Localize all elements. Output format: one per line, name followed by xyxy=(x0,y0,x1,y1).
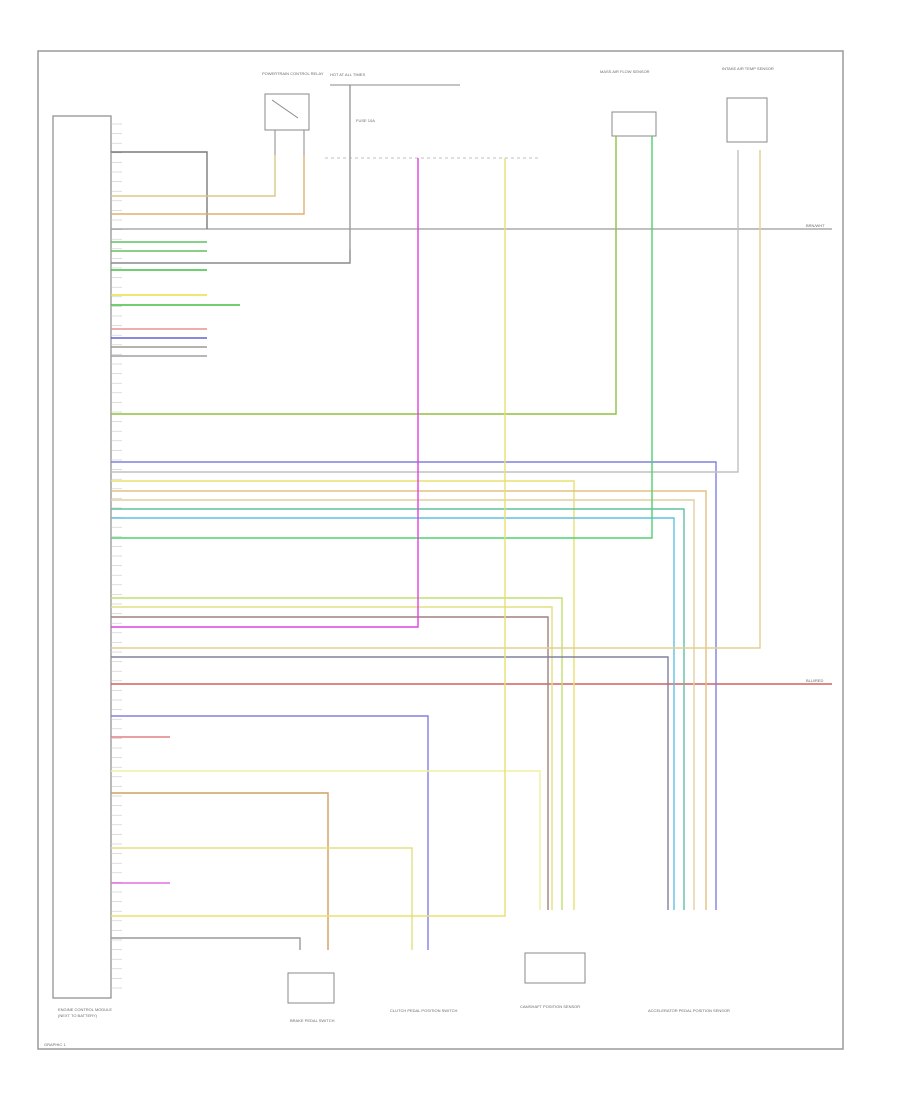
sensor1-label: MASS AIR FLOW SENSOR xyxy=(600,69,650,74)
comp-bottom-2: CLUTCH PEDAL POSITION SWITCH xyxy=(390,1008,458,1013)
comp-bottom-3: CAMSHAFT POSITION SENSOR xyxy=(520,1004,580,1009)
fusebox-label: HOT AT ALL TIMES xyxy=(330,72,365,77)
brake-switch-box xyxy=(287,972,335,1004)
relay-box xyxy=(264,93,310,131)
right-label-bottom: BLU/RED xyxy=(806,678,823,683)
comp-bottom-4: ACCELERATOR PEDAL POSITION SENSOR xyxy=(648,1008,730,1013)
comp-bottom-1: BRAKE PEDAL SWITCH xyxy=(290,1018,335,1023)
relay-label: POWERTRAIN CONTROL RELAY xyxy=(262,71,324,76)
sensor2-box xyxy=(726,97,768,143)
cam-sensor-box xyxy=(524,952,586,984)
ecm-subtitle: (NEXT TO BATTERY) xyxy=(58,1013,98,1018)
diagram-frame xyxy=(37,50,844,1050)
ecm-box xyxy=(52,115,112,999)
ecm-title: ENGINE CONTROL MODULE xyxy=(58,1007,112,1012)
sensor1-box xyxy=(611,111,657,137)
right-label-top: BRN/WHT xyxy=(806,223,825,228)
ecm-pin-ticks xyxy=(111,123,122,989)
fuse-label: FUSE 10A xyxy=(356,118,375,123)
sensor2-label: INTAKE AIR TEMP SENSOR xyxy=(722,66,774,71)
page-label: GRAPHIC 1 xyxy=(44,1042,66,1047)
